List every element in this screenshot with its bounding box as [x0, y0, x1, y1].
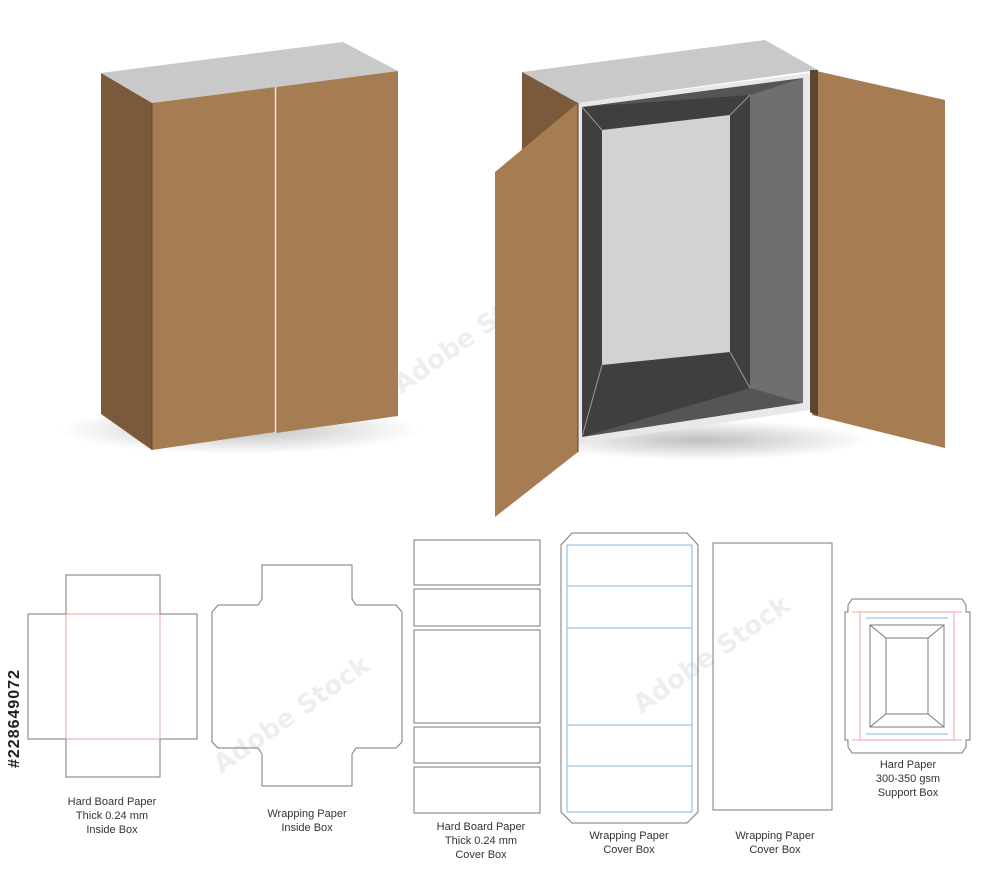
closed-box-left-door: [152, 87, 275, 450]
caption-cover-box-board: Hard Board Paper Thick 0.24 mm Cover Box: [396, 820, 566, 862]
caption-line: Wrapping Paper: [589, 830, 669, 842]
closed-box: [60, 42, 420, 454]
caption-cover-box-wrap-b: Wrapping Paper Cover Box: [690, 829, 860, 857]
caption-cover-box-wrap-a: Wrapping Paper Cover Box: [544, 829, 714, 857]
dieline-cover-box-wrap-a: [560, 532, 699, 824]
caption-line: Cover Box: [749, 844, 801, 856]
open-box-right-door-edge: [810, 70, 818, 416]
caption-support-box: Hard Paper 300-350 gsm Support Box: [823, 758, 993, 800]
caption-inside-box-board: Hard Board Paper Thick 0.24 mm Inside Bo…: [27, 795, 197, 837]
stock-id: #228649072: [6, 669, 23, 768]
dieline-inside-box-wrap: [211, 564, 403, 787]
closed-box-top: [101, 42, 398, 103]
closed-box-right-door: [276, 71, 398, 433]
caption-line: 300-350 gsm: [875, 773, 941, 785]
closed-box-left-side: [101, 73, 152, 450]
caption-line: Inside Box: [281, 822, 333, 834]
open-box-top: [522, 40, 818, 103]
caption-line: Hard Paper: [879, 759, 937, 771]
dieline-support-box: [844, 598, 971, 754]
caption-line: Cover Box: [455, 849, 507, 861]
open-box-tray-wall-right: [750, 78, 803, 403]
caption-inside-box-wrap: Wrapping Paper Inside Box: [222, 807, 392, 835]
dieline-inside-box-board: [27, 574, 198, 778]
caption-line: Support Box: [877, 787, 939, 799]
caption-line: Hard Board Paper: [436, 821, 526, 833]
dieline-cover-box-wrap-b: [712, 542, 833, 811]
caption-line: Thick 0.24 mm: [444, 835, 518, 847]
caption-line: Inside Box: [86, 824, 138, 836]
dieline-cover-box-board: [413, 539, 541, 814]
open-box: [495, 40, 945, 517]
caption-line: Wrapping Paper: [735, 830, 815, 842]
open-box-bevel-edge: [729, 94, 751, 116]
open-box-bevel-edge: [581, 364, 603, 438]
open-box-tray-floor: [602, 115, 730, 365]
open-box-bevel-edge: [581, 106, 603, 131]
caption-line: Wrapping Paper: [267, 808, 347, 820]
open-box-right-door: [812, 70, 945, 448]
caption-line: Hard Board Paper: [67, 796, 157, 808]
caption-line: Cover Box: [603, 844, 655, 856]
caption-line: Thick 0.24 mm: [75, 810, 149, 822]
open-box-bevel-edge: [729, 351, 751, 389]
open-box-left-door: [495, 103, 578, 517]
